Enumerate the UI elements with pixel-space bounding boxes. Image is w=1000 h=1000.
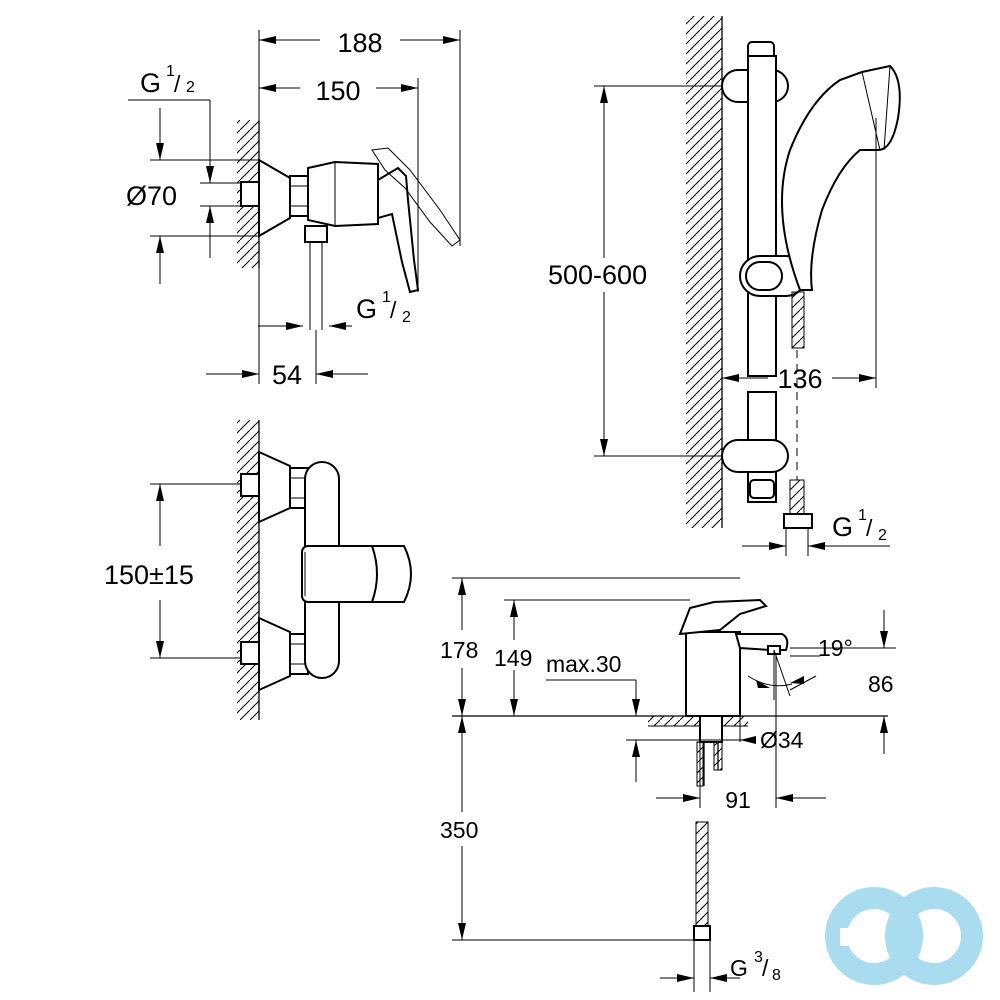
dim-149: 149 bbox=[494, 645, 532, 671]
dim-178: 178 bbox=[440, 637, 478, 663]
shower-mixer-side-view: 188 150 G 1 / 2 Ø70 G 1 / bbox=[124, 24, 461, 390]
dim-86: 86 bbox=[868, 671, 894, 697]
dim-136: 136 bbox=[777, 364, 822, 394]
thread-hose-num: 3 bbox=[754, 949, 763, 966]
dim-150-15: 150±15 bbox=[104, 560, 194, 590]
thread-top-num: 1 bbox=[166, 63, 175, 80]
shower-rail-view: 500-600 136 G 1 / 2 bbox=[546, 16, 901, 556]
dim-350: 350 bbox=[440, 817, 478, 843]
thread-hose-den: 8 bbox=[772, 967, 781, 984]
dim-91: 91 bbox=[725, 787, 751, 813]
thread-rail-den: 2 bbox=[878, 527, 887, 544]
svg-text:/: / bbox=[762, 955, 769, 981]
thread-bottom-label: G bbox=[356, 294, 377, 324]
dim-diameter-70: Ø70 bbox=[126, 181, 177, 211]
thread-rail-num: 1 bbox=[858, 507, 867, 524]
dim-max-30: max.30 bbox=[546, 651, 621, 677]
thread-rail-label: G bbox=[832, 512, 853, 542]
shower-mixer-front-view: 150±15 bbox=[102, 420, 412, 720]
dim-188: 188 bbox=[337, 28, 382, 58]
thread-top-label: G bbox=[140, 68, 161, 98]
dim-diameter-34: Ø34 bbox=[760, 727, 804, 753]
wall-hatch-2 bbox=[237, 420, 259, 720]
thread-bottom-num: 1 bbox=[382, 289, 391, 306]
thread-hose-label: G bbox=[730, 955, 748, 981]
svg-text:/: / bbox=[174, 71, 181, 97]
dim-54: 54 bbox=[272, 360, 302, 390]
brand-logo bbox=[825, 887, 983, 985]
thread-top-den: 2 bbox=[186, 79, 195, 96]
dim-150: 150 bbox=[315, 76, 360, 106]
basin-mixer-view: 178 149 max.30 19° 86 bbox=[440, 577, 896, 992]
svg-text:/: / bbox=[866, 515, 873, 541]
svg-text:/: / bbox=[390, 297, 397, 323]
wall-hatch-3 bbox=[686, 16, 722, 528]
dim-500-600: 500-600 bbox=[548, 260, 647, 290]
thread-bottom-den: 2 bbox=[402, 309, 411, 326]
